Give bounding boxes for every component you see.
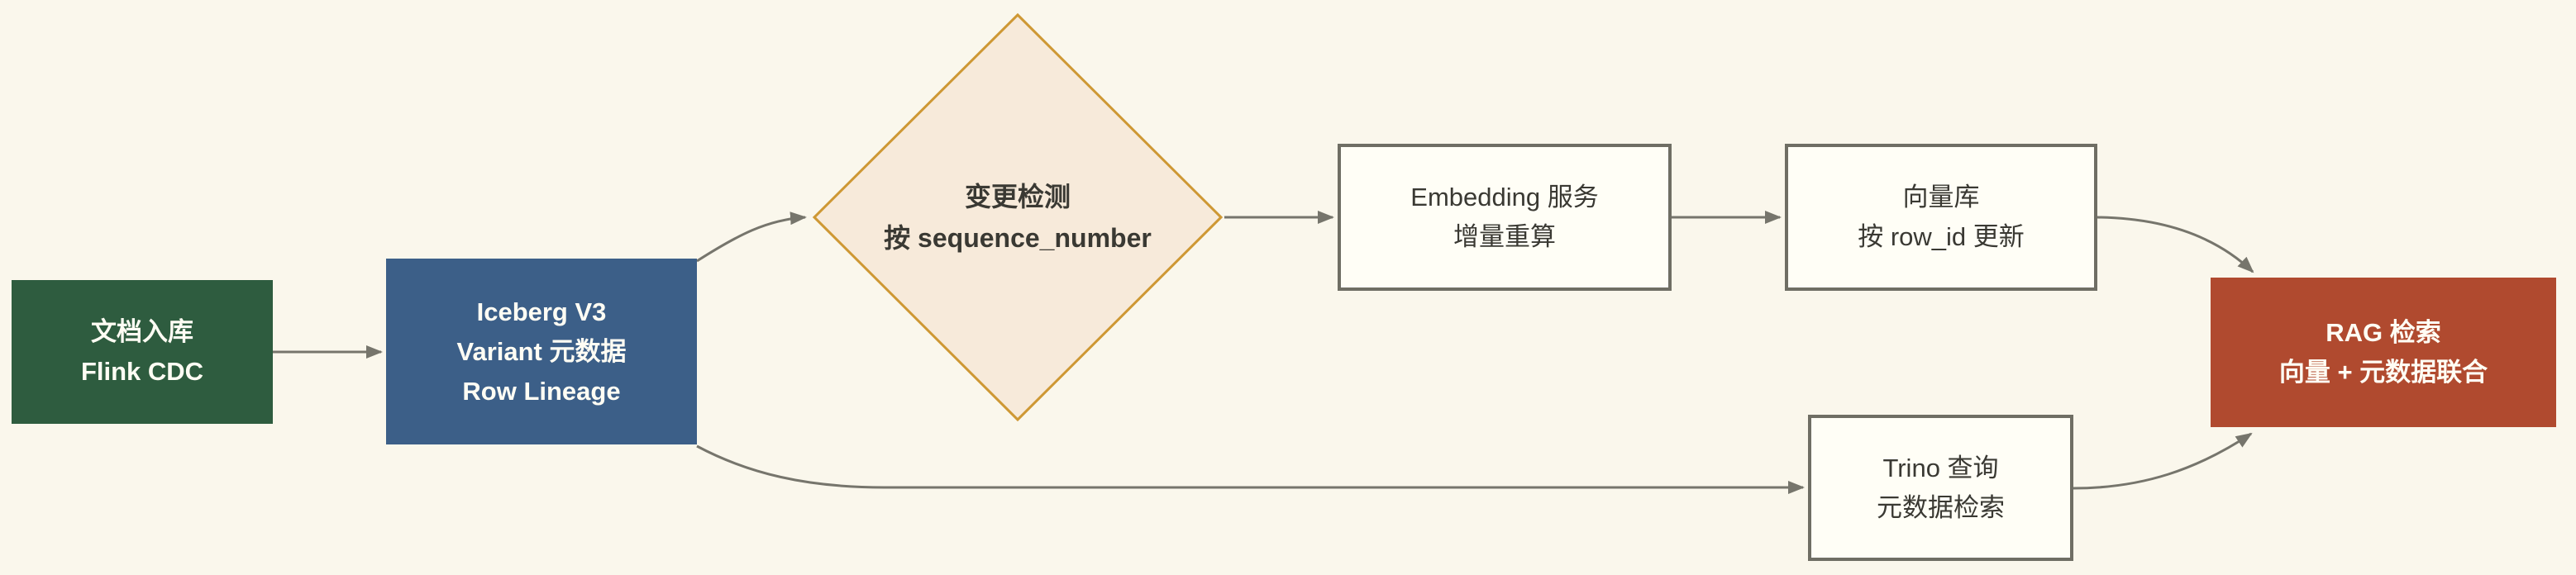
node-label-line: Trino 查询 [1882,453,1999,482]
node-embedding: Embedding 服务 增量重算 [1338,144,1672,291]
node-label-line: 文档入库 [91,317,193,346]
node-label-line: 变更检测 [964,182,1071,211]
node-label-line: 按 sequence_number [884,223,1152,253]
node-rag: RAG 检索 向量 + 元数据联合 [2211,278,2556,427]
edge-iceberg-to-trino [696,444,1805,494]
node-doc-ingest: 文档入库 Flink CDC [12,280,273,424]
node-label-line: Row Lineage [462,376,621,406]
edge-trino-to-rag [2073,432,2253,490]
diamond-shape [812,13,1224,421]
node-trino: Trino 查询 元数据检索 [1808,415,2073,561]
node-label-line: 增量重算 [1453,222,1556,251]
diamond-polygon [812,13,1224,421]
node-label-line: 向量 + 元数据联合 [2278,357,2488,387]
node-label-line: RAG 检索 [2326,317,2441,347]
node-label-line: 按 row_id 更新 [1858,222,2025,251]
edge-iceberg-to-change-detection [696,211,807,263]
diamond-label: 变更检测 按 sequence_number [812,13,1224,421]
edge-vector-store-to-rag [2097,216,2254,273]
node-change-detection: 变更检测 按 sequence_number [812,13,1224,421]
node-iceberg: Iceberg V3 Variant 元数据 Row Lineage [386,259,697,444]
node-label-line: 元数据检索 [1877,492,2005,522]
node-vector-store: 向量库 按 row_id 更新 [1785,144,2097,291]
node-label-line: Variant 元数据 [456,336,627,366]
node-label-line: 向量库 [1902,183,1980,211]
node-label-line: Iceberg V3 [476,297,607,326]
node-label-line: Flink CDC [80,357,204,386]
node-label-line: Embedding 服务 [1410,183,1599,211]
